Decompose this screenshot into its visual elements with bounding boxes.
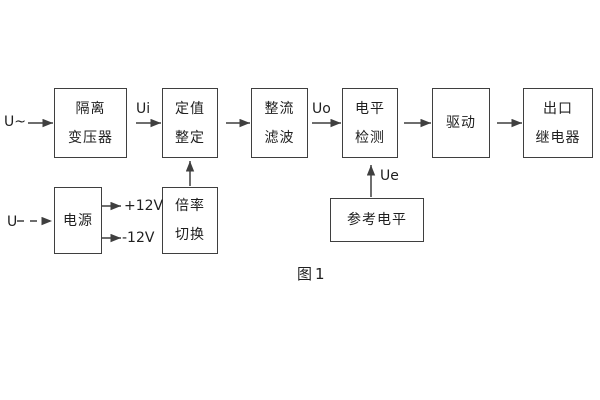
block-label: 整流 [264,100,295,117]
uo-signal-label: Uo [312,101,331,117]
block-label: 检测 [355,129,385,146]
block-ratio-switch: 倍率 切换 [162,187,218,254]
figure-caption: 图1 [297,265,328,283]
block-label: 隔离 [75,100,106,117]
ue-signal-label: Ue [380,168,399,184]
block-power-supply: 电源 [54,187,102,254]
block-label: 滤波 [264,129,295,146]
block-label: 驱动 [446,115,476,131]
block-label: 定值 [175,100,205,117]
block-label: 整定 [175,129,205,146]
block-label: 继电器 [535,129,581,146]
ac-input-label: U~ [4,114,26,130]
block-rectifier-filter: 整流 滤波 [251,88,308,158]
block-level-detector: 电平 检测 [342,88,398,158]
minus-12v-label: -12V [122,230,155,246]
block-label: 变压器 [68,129,113,146]
ui-signal-label: Ui [136,101,151,117]
block-isolation-transformer: 隔离 变压器 [54,88,127,158]
block-label: 参考电平 [347,212,407,228]
block-label: 电源 [63,212,93,229]
block-label: 出口 [543,100,573,117]
block-output-relay: 出口 继电器 [523,88,593,158]
block-label: 电平 [355,100,385,117]
block-setting-adjust: 定值 整定 [162,88,218,158]
block-label: 倍率 [175,198,205,214]
plus-12v-label: +12V [124,198,164,214]
block-driver: 驱动 [432,88,490,158]
block-reference-level: 参考电平 [330,198,424,242]
dc-input-label: U [7,214,18,230]
block-label: 切换 [175,227,205,243]
